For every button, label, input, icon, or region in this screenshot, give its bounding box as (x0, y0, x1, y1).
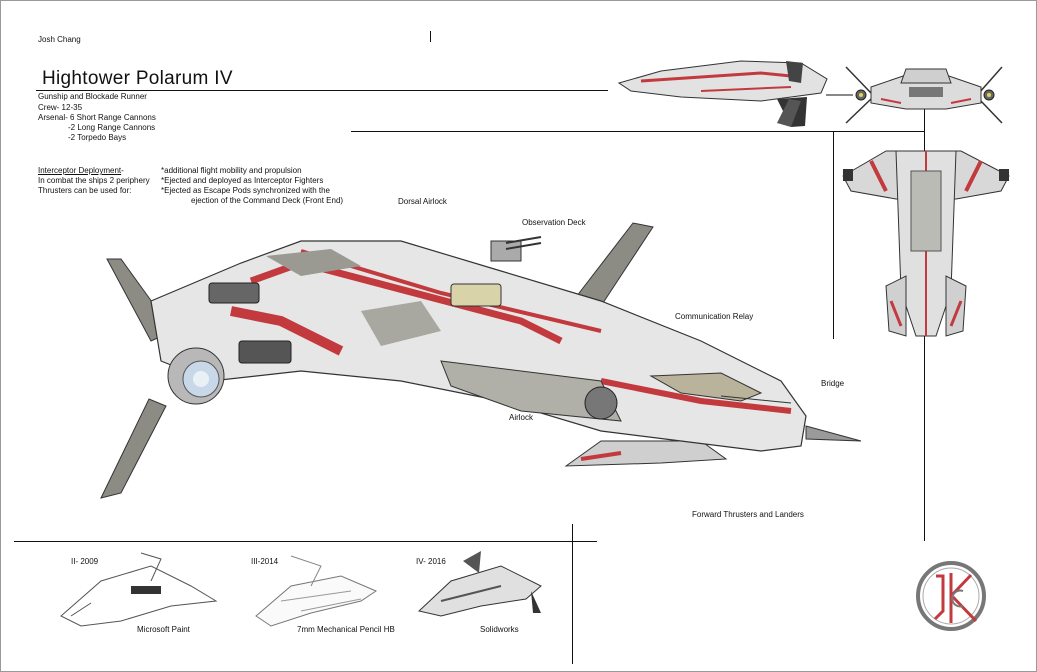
spec-arsenal-2: -2 Long Range Cannons (68, 123, 156, 132)
spec-crew: Crew- 12-35 (38, 103, 83, 112)
history-medium-2: 7mm Mechanical Pencil HB (297, 625, 395, 634)
divider-side (833, 131, 834, 339)
interceptor-bullet-1: *additional flight mobility and propulsi… (161, 166, 302, 175)
interceptor-bullet-4: ejection of the Command Deck (Front End) (191, 196, 344, 205)
title-rule (36, 90, 608, 91)
label-airlock: Airlock (509, 413, 534, 422)
history-medium-3: Solidworks (480, 625, 519, 634)
spec-arsenal-1: Arsenal- 6 Short Range Cannons (38, 113, 156, 122)
interceptor-bullet-2: *Ejected and deployed as Interceptor Fig… (161, 176, 324, 185)
author-name: Josh Chang (38, 35, 81, 44)
page-title: Hightower Polarum IV (42, 68, 233, 89)
text-cursor (430, 31, 431, 42)
interceptor-text-2: Thrusters can be used for: (38, 186, 132, 195)
divider-upper (351, 131, 924, 132)
label-communication-relay: Communication Relay (675, 312, 754, 321)
label-forward-thrusters: Forward Thrusters and Landers (692, 510, 804, 519)
label-observation-deck: Observation Deck (522, 218, 586, 227)
interceptor-heading: Interceptor Deployment- (38, 166, 124, 175)
divider-lower (14, 541, 597, 542)
interceptor-text-1: In combat the ships 2 periphery (38, 176, 150, 185)
history-version-1: II- 2009 (71, 557, 99, 566)
history-version-2: III-2014 (251, 557, 279, 566)
spec-role: Gunship and Blockade Runner (38, 92, 147, 101)
spec-arsenal-3: -2 Torpedo Bays (68, 133, 127, 142)
divider-lower-vertical (572, 524, 573, 664)
interceptor-bullet-3: *Ejected as Escape Pods synchronized wit… (161, 186, 330, 195)
label-dorsal-airlock: Dorsal Airlock (398, 197, 447, 206)
history-medium-1: Microsoft Paint (137, 625, 190, 634)
label-bridge: Bridge (821, 379, 845, 388)
history-version-3: IV- 2016 (416, 557, 446, 566)
